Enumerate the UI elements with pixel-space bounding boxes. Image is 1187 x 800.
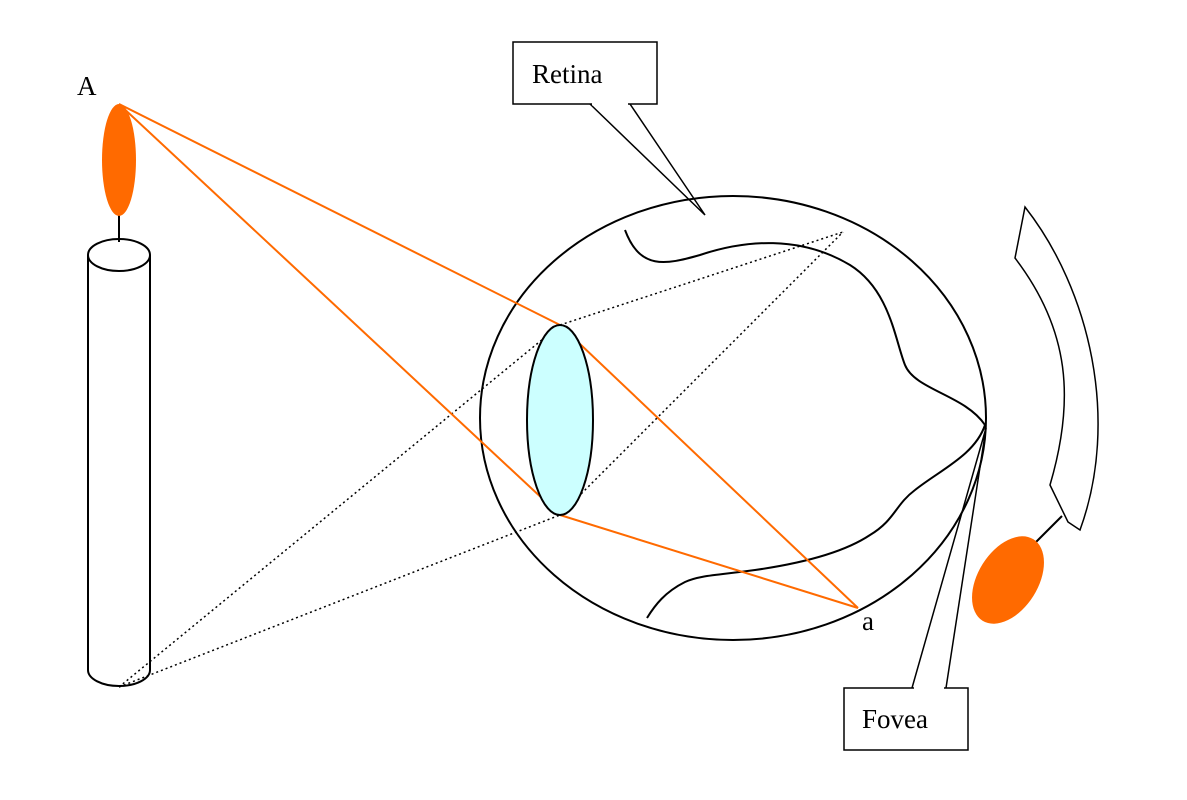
candle <box>87 213 151 687</box>
fovea-label: Fovea <box>862 704 928 734</box>
lens <box>526 324 594 516</box>
inverted-candle <box>1014 205 1099 544</box>
light-rays <box>118 103 859 609</box>
candle-flame <box>102 104 136 216</box>
inverted-flame <box>972 536 1044 624</box>
retina-callout: Retina <box>512 41 706 216</box>
fovea-callout: Fovea <box>843 427 987 751</box>
retina-curve <box>624 229 987 619</box>
retina-label: Retina <box>532 59 602 89</box>
point-a-label: a <box>862 606 874 636</box>
dotted-rays <box>118 231 844 688</box>
point-A-label: A <box>77 71 97 101</box>
eyeball <box>479 195 987 641</box>
